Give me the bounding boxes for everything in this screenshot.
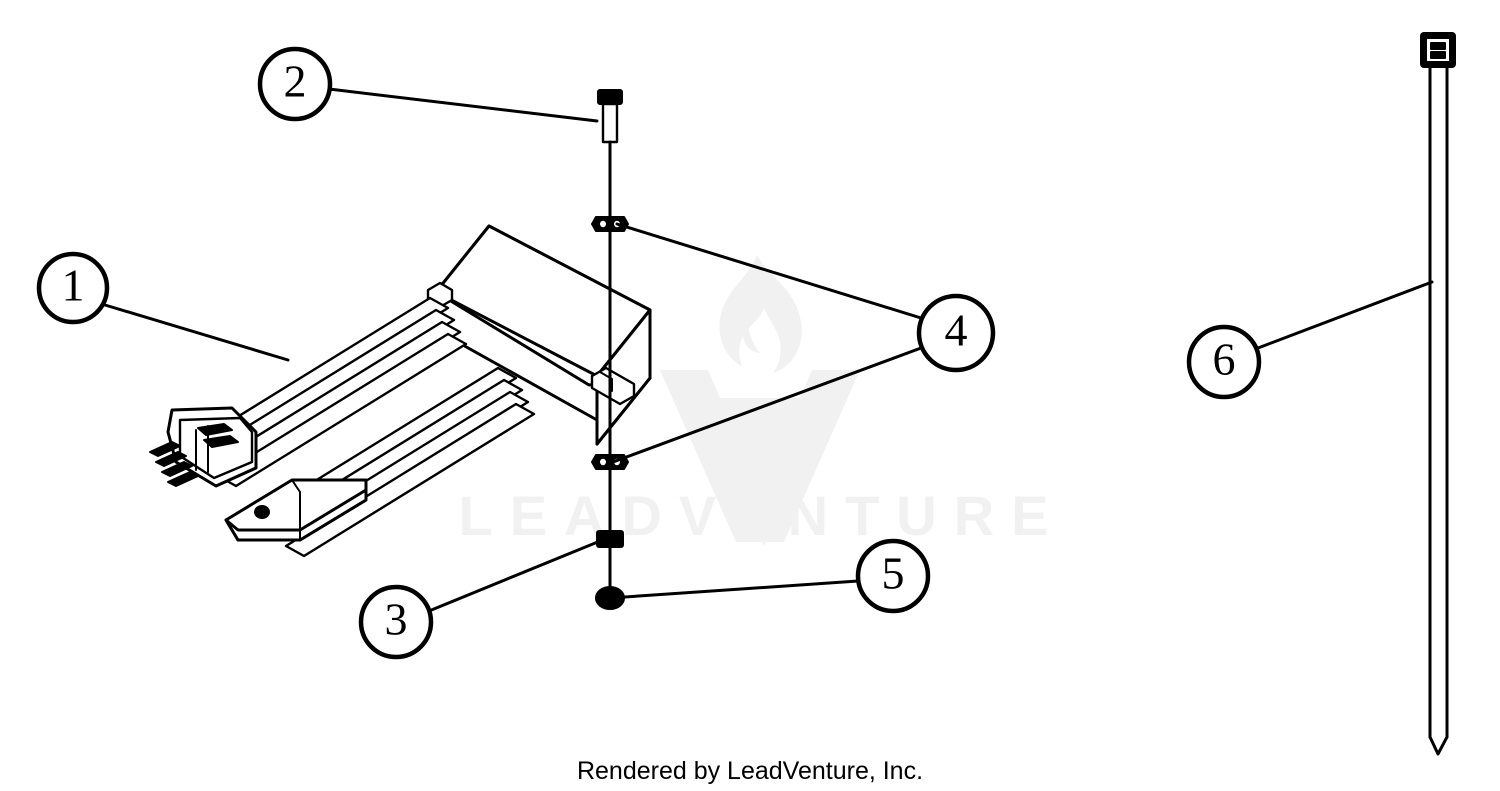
leader-line-4a (615, 222, 923, 320)
leader-lines (103, 87, 1434, 613)
connector-flat-blade (224, 478, 368, 542)
leader-line-6 (1256, 280, 1434, 350)
wire-bundle-upper (198, 296, 468, 488)
callout-1-number: 1 (62, 260, 85, 311)
part-screw (597, 89, 623, 154)
connector-multipin (149, 406, 258, 488)
callout-3-number: 3 (385, 594, 408, 645)
leader-line-2 (327, 87, 599, 123)
flame-v-logo-icon (660, 255, 860, 546)
fuse-block-mount-tabs (426, 281, 636, 406)
footer-credit: Rendered by LeadVenture, Inc. (577, 757, 923, 785)
part-cable-tie (1420, 32, 1456, 756)
callout-2-number: 2 (284, 56, 307, 107)
callout-1[interactable]: 1 (36, 251, 110, 325)
callout-5-number: 5 (882, 548, 905, 599)
callout-6[interactable]: 6 (1186, 324, 1262, 400)
leader-line-5 (608, 579, 860, 600)
part-flat-washer-upper (591, 216, 629, 232)
callout-4[interactable]: 4 (916, 293, 996, 373)
callout-2[interactable]: 2 (257, 46, 333, 122)
fastener-stack (591, 89, 629, 610)
callout-4-number: 4 (945, 305, 968, 356)
fuse-block-body (434, 224, 652, 446)
callout-3[interactable]: 3 (358, 584, 434, 660)
leader-line-3 (427, 537, 607, 613)
watermark-text: LEADVENTURE (458, 484, 1065, 547)
part-wiring-harness-assembly (149, 224, 652, 558)
watermark-group: LEADVENTURE (458, 255, 1065, 547)
connector-pins (149, 423, 239, 487)
leader-line-4b (611, 346, 923, 464)
part-spacer-sleeve (596, 530, 624, 548)
callout-6-number: 6 (1213, 334, 1236, 385)
callout-5[interactable]: 5 (855, 538, 931, 614)
callout-bubbles: 1 2 3 4 5 6 (36, 46, 1262, 660)
leader-line-1 (103, 303, 290, 362)
